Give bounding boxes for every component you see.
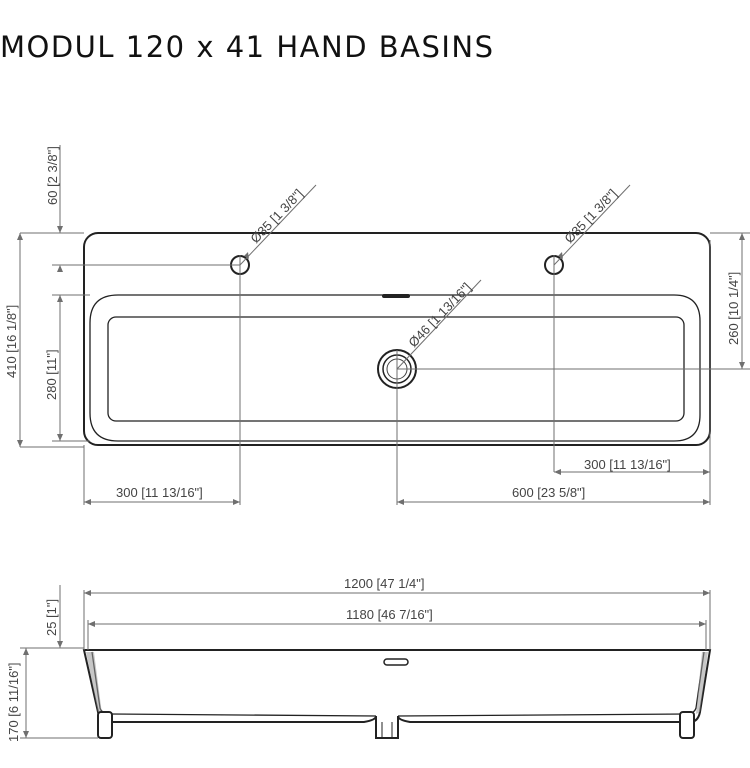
dim-25: 25 [1"] [44,599,59,636]
dim-410: 410 [16 1/8"] [4,305,19,378]
overflow-slot-side [383,658,409,666]
page-title: MODUL 120 x 41 HAND BASINS [0,30,495,64]
dim-300-left: 300 [11 13/16"] [116,485,203,500]
dim-600: 600 [23 5/8"] [512,485,585,500]
dim-260: 260 [10 1/4"] [726,272,741,345]
dim-1200: 1200 [47 1/4"] [344,576,425,591]
leg-right [679,711,695,739]
side-view: 1200 [47 1/4"] 1180 [46 7/16"] 25 [1"] 1… [6,576,712,742]
leg-left [97,711,113,739]
dim-280: 280 [11"] [44,349,59,400]
dim-300-right: 300 [11 13/16"] [584,457,671,472]
bowl-rim [89,294,701,442]
dim-60: 60 [2 3/8"] [45,146,60,205]
dim-1180: 1180 [46 7/16"] [346,607,433,622]
dim-170: 170 [6 11/16"] [6,662,21,742]
top-view: 60 [2 3/8"] 410 [16 1/8"] 280 [11"] 260 … [4,145,750,505]
overflow-slot [382,294,410,298]
